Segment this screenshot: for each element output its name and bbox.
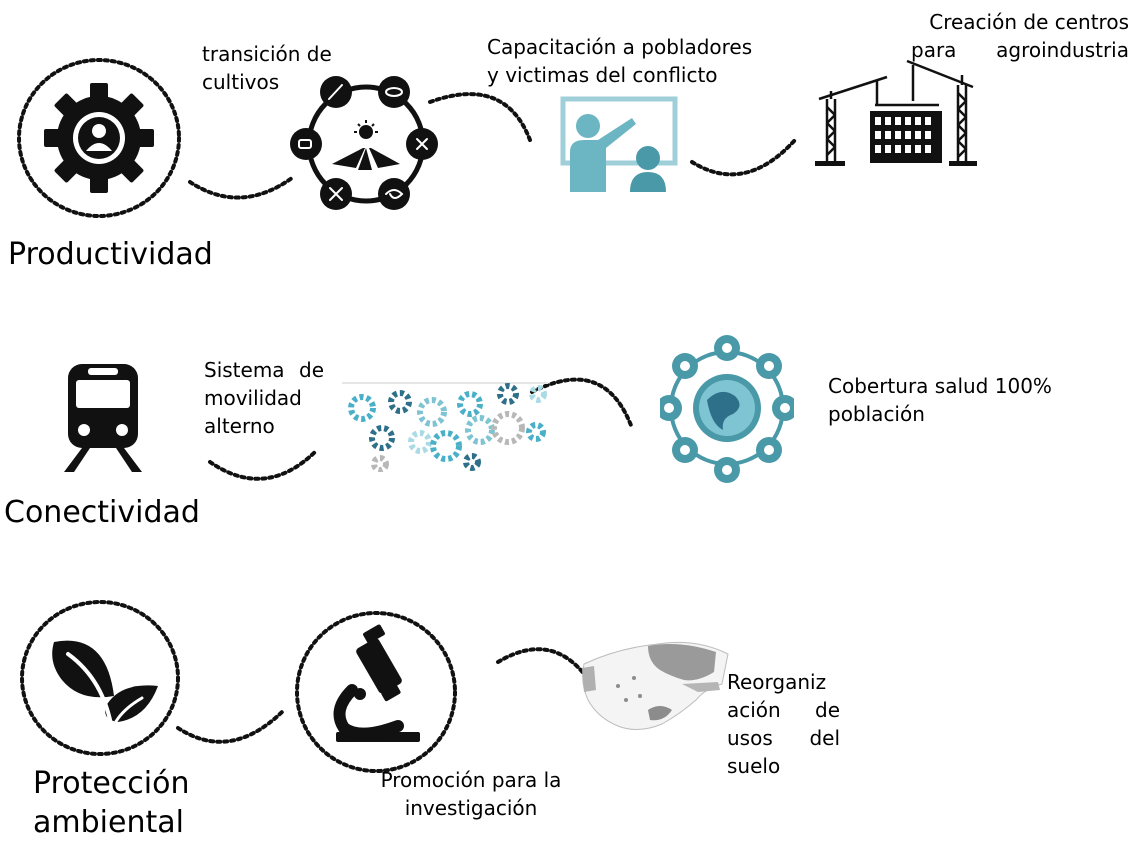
conectividad-title: Conectividad <box>4 495 200 530</box>
cultivos-caption: transición de cultivos <box>202 40 332 96</box>
movilidad-caption-line-1: Sistema de <box>204 358 324 382</box>
salud-caption-line-2: población <box>828 402 925 426</box>
productividad-title: Productividad <box>8 237 213 272</box>
connector-movilidad-left <box>208 450 317 481</box>
capacitacion-caption: Capacitación a pobladores y victimas del… <box>487 33 752 89</box>
salud-caption-line-1: Cobertura salud 100% <box>828 374 1052 398</box>
connector-proteccion-investigacion <box>176 710 284 744</box>
construction-cranes-icon <box>815 59 977 166</box>
connector-capacitacion-agroindustria <box>690 138 797 177</box>
capacitacion-caption-line-1: Capacitación a pobladores <box>487 35 753 59</box>
train-icon <box>64 364 142 472</box>
connector-productividad-cultivos <box>188 176 294 200</box>
movilidad-caption-line-2: movilidad <box>204 386 302 410</box>
proteccion-title-line-1: Protección <box>33 766 190 801</box>
investigacion-caption: Promoción para la investigación <box>372 766 570 822</box>
movilidad-caption: Sistema de movilidad alterno <box>204 356 324 440</box>
microscope-icon <box>295 611 457 773</box>
agroindustria-caption-line-1: Creación de centros <box>929 10 1129 34</box>
movilidad-caption-line-3: alterno <box>204 414 275 438</box>
teacher-board-icon <box>560 96 678 192</box>
cultivos-caption-line-1: transición de <box>202 42 332 66</box>
agroindustria-caption: Creación de centros para agroindustria <box>911 8 1129 64</box>
suelo-caption-line-3: usos del <box>727 726 840 750</box>
suelo-caption-line-1: Reorganiz <box>727 670 827 694</box>
suelo-caption-line-4: suelo <box>727 754 781 778</box>
suelo-caption: Reorganiz ación de usos del suelo <box>727 668 840 780</box>
suelo-caption-line-2: ación de <box>727 698 840 722</box>
agroindustria-caption-line-2: para agroindustria <box>911 38 1129 62</box>
eco-globe-network-icon <box>660 335 794 483</box>
gears-network-icon <box>342 382 548 472</box>
region-map-icon <box>582 641 729 730</box>
salud-caption: Cobertura salud 100% población <box>828 372 1052 428</box>
connector-movilidad-salud <box>530 377 634 430</box>
proteccion-title: Protección ambiental <box>33 764 190 842</box>
farming-cycle-icon <box>290 76 438 210</box>
cultivos-caption-line-2: cultivos <box>202 70 280 94</box>
proteccion-title-line-2: ambiental <box>33 805 184 840</box>
productividad-gear-icon <box>17 58 181 218</box>
capacitacion-caption-line-2: y victimas del conflicto <box>487 63 718 87</box>
investigacion-caption-line-2: investigación <box>404 796 538 820</box>
connector-cultivos-capacitacion <box>428 92 532 142</box>
leaves-icon <box>20 600 180 756</box>
investigacion-caption-line-1: Promoción para la <box>380 768 562 792</box>
